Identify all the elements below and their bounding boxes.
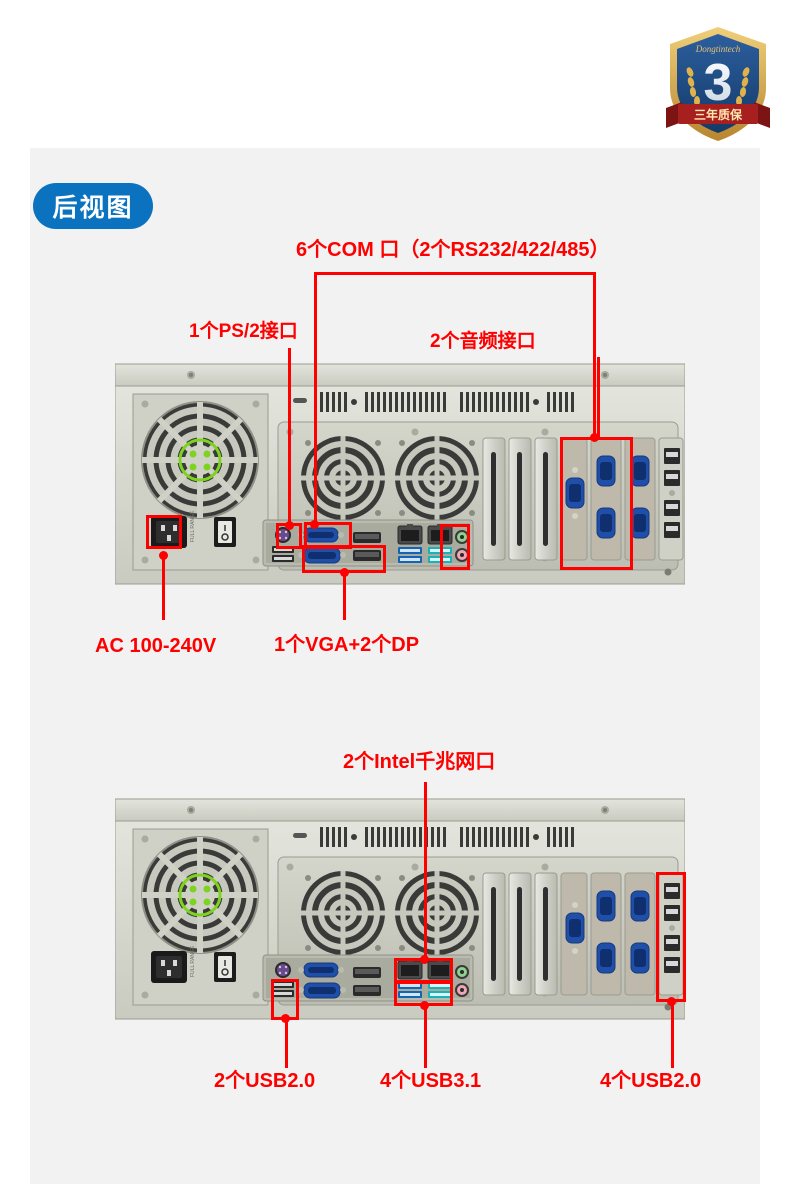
displayport-ports: [353, 967, 381, 996]
serial-card-b: [590, 872, 622, 996]
annotation-ac-input: AC 100-240V: [95, 635, 217, 657]
annotation-usb31: 4个USB3.1: [380, 1070, 482, 1092]
case-fan-right: [395, 436, 479, 520]
leader-usb31: [424, 1005, 427, 1068]
badge-number: 3: [704, 54, 733, 112]
serial-card-c: [624, 872, 656, 996]
ribbon-text: 三年质保: [694, 107, 743, 122]
leader-audio: [597, 357, 600, 439]
expansion-slots: [482, 437, 684, 561]
case-fan-left: [301, 871, 385, 955]
serial-card-a: [560, 437, 588, 561]
leader-dot-lan: [420, 955, 429, 964]
leader-usb20-left: [285, 1018, 288, 1068]
annotation-usb20-left: 2个USB2.0: [214, 1070, 316, 1092]
leader-ps2: [288, 348, 291, 526]
warranty-badge: Dongtintech 3 三年质保: [660, 22, 776, 146]
usb-card: [658, 437, 684, 561]
laurel-icon: [686, 67, 750, 106]
leader-com-left: [314, 272, 317, 524]
section-title-pill: 后视图: [33, 183, 153, 229]
leader-dot-com-right: [590, 433, 599, 442]
audio-jacks: [455, 965, 469, 997]
annotation-com-ports: 6个COM 口（2个RS232/422/485）: [296, 239, 610, 261]
io-shield: [262, 954, 474, 1002]
power-switch: [214, 517, 236, 547]
expansion-slots: [482, 872, 684, 996]
annotation-audio-jacks: 2个音频接口: [430, 331, 536, 352]
audio-jacks: [455, 530, 469, 562]
ac-power-inlet: [151, 951, 187, 983]
page-title: 后视图: [52, 194, 134, 222]
svg-text:FULL RANGE: FULL RANGE: [190, 945, 196, 977]
displayport-ports: [353, 532, 381, 561]
chassis-rear-view-bottom: FULL RANGE: [115, 795, 685, 1030]
psu-fan-grille: [141, 401, 259, 519]
leader-com-right: [593, 272, 596, 438]
leader-dot-ac: [159, 551, 168, 560]
case-fan-left: [301, 436, 385, 520]
highlight-usb20-right: [656, 872, 686, 1002]
serial-port-onboard: [298, 962, 344, 978]
leader-dot-usb31: [420, 1001, 429, 1010]
usb3-ports: [398, 547, 452, 563]
psu-fan-grille: [141, 836, 259, 954]
top-vents: [293, 827, 574, 847]
leader-video: [343, 572, 346, 620]
case-fan-right: [395, 871, 479, 955]
annotation-ps2-port: 1个PS/2接口: [189, 321, 298, 342]
leader-usb20-right: [671, 1000, 674, 1068]
highlight-audio: [440, 524, 470, 570]
serial-card-b: [590, 437, 622, 561]
highlight-com-cards: [560, 437, 633, 570]
leader-dot-usb20-left: [281, 1014, 290, 1023]
leader-lan: [424, 782, 427, 960]
leader-dot-ps2: [285, 521, 294, 530]
badge-brand-text: Dongtintech: [695, 44, 741, 54]
ac-power-inlet: [151, 516, 187, 548]
serial-card-a: [560, 872, 588, 996]
leader-dot-usb20-right: [667, 997, 676, 1006]
leader-ac: [162, 555, 165, 620]
leader-com-horizontal: [314, 272, 596, 275]
ribbon-band: [678, 104, 758, 124]
leader-dot-com-left: [310, 520, 319, 529]
io-shield: [262, 519, 474, 567]
vga-port: [298, 982, 346, 999]
annotation-video-out: 1个VGA+2个DP: [274, 634, 420, 656]
annotation-usb20-right: 4个USB2.0: [600, 1070, 702, 1092]
top-vents: [293, 392, 574, 412]
highlight-ac-input: [146, 515, 182, 549]
chassis-rear-view-top: FULL RANGE: [115, 360, 685, 595]
power-switch: [214, 952, 236, 982]
usb-card: [658, 872, 684, 996]
leader-dot-video: [340, 568, 349, 577]
svg-text:FULL RANGE: FULL RANGE: [190, 510, 196, 542]
annotation-lan-ports: 2个Intel千兆网口: [343, 751, 496, 773]
